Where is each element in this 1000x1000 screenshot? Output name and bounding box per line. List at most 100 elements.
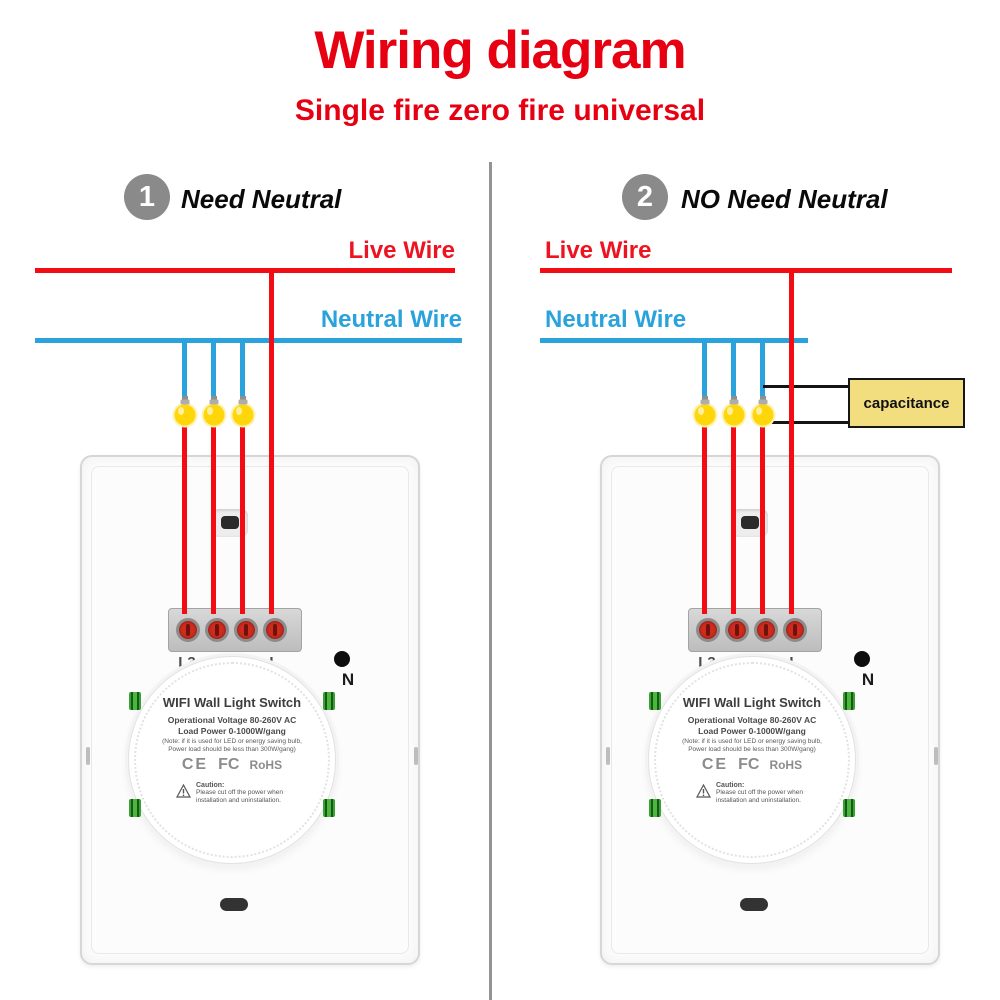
neutral-drop-wire bbox=[240, 338, 245, 400]
neutral-terminal-dot bbox=[854, 651, 870, 667]
terminal-screw bbox=[205, 618, 229, 642]
fcc-mark: FC bbox=[218, 756, 240, 773]
reset-button bbox=[741, 516, 759, 529]
green-clip bbox=[323, 799, 335, 817]
live-wire-label: Live Wire bbox=[348, 237, 456, 264]
neutral-drop-wire bbox=[760, 338, 765, 400]
light-bulb-icon bbox=[750, 396, 776, 428]
terminal-label: L bbox=[269, 654, 279, 671]
screw-slot bbox=[244, 624, 248, 636]
switch-module-disc: WIFI Wall Light Switch Operational Volta… bbox=[128, 656, 336, 864]
caution-block: Caution: Please cut off the power when i… bbox=[129, 782, 335, 806]
disc-power: Load Power 0-1000W/gang bbox=[698, 726, 806, 736]
screw-slot bbox=[793, 624, 797, 636]
disc-note-2: Power load should be less than 300W/gang… bbox=[168, 746, 296, 753]
capacitance-label: capacitance bbox=[863, 394, 950, 412]
caution-text-block: Caution: Please cut off the power when i… bbox=[196, 782, 288, 806]
green-clip bbox=[129, 692, 141, 710]
section-2-number: 2 bbox=[636, 181, 654, 213]
screw-slot bbox=[273, 624, 277, 636]
neutral-wire-line bbox=[540, 338, 808, 343]
capacitor-wire bbox=[763, 421, 848, 424]
certification-marks: CE FC RoHS bbox=[649, 756, 855, 774]
terminal-label: L bbox=[789, 654, 799, 671]
neutral-wire-line bbox=[35, 338, 462, 343]
rohs-mark: RoHS bbox=[249, 758, 283, 772]
section-1-badge: 1 bbox=[124, 174, 170, 220]
screw-slot bbox=[186, 624, 190, 636]
neutral-drop-wire bbox=[182, 338, 187, 400]
disc-voltage: Operational Voltage 80-260V AC bbox=[687, 715, 817, 725]
disc-perforation-ring bbox=[134, 662, 330, 858]
light-bulb-icon bbox=[721, 396, 747, 428]
green-clip bbox=[843, 799, 855, 817]
load-wire bbox=[211, 424, 216, 614]
side-screw-slot bbox=[86, 747, 90, 765]
caution-icon bbox=[176, 784, 191, 798]
terminal-screw bbox=[263, 618, 287, 642]
device-faceplate-seam bbox=[611, 466, 929, 954]
bottom-indicator bbox=[220, 898, 248, 911]
section-1-heading: Need Neutral bbox=[181, 184, 342, 214]
terminal-screw bbox=[696, 618, 720, 642]
load-wire bbox=[731, 424, 736, 614]
neutral-terminal-label: N bbox=[341, 670, 355, 689]
ce-mark: CE bbox=[181, 756, 209, 773]
section-divider bbox=[489, 162, 492, 1000]
live-drop-wire bbox=[269, 268, 274, 614]
neutral-wire-label: Neutral Wire bbox=[545, 306, 687, 333]
page-subtitle: Single fire zero fire universal bbox=[294, 94, 706, 127]
fcc-mark: FC bbox=[738, 756, 760, 773]
capacitor-wire bbox=[763, 385, 848, 388]
neutral-drop-wire bbox=[731, 338, 736, 400]
disc-voltage: Operational Voltage 80-260V AC bbox=[167, 715, 297, 725]
switch-module-disc: WIFI Wall Light Switch Operational Volta… bbox=[648, 656, 856, 864]
green-clip bbox=[843, 692, 855, 710]
rohs-mark: RoHS bbox=[769, 758, 803, 772]
neutral-drop-wire bbox=[702, 338, 707, 400]
terminal-screw bbox=[234, 618, 258, 642]
screw-slot bbox=[735, 624, 739, 636]
caution-icon bbox=[696, 784, 711, 798]
load-wire bbox=[702, 424, 707, 614]
green-clip bbox=[649, 799, 661, 817]
screw-slot bbox=[764, 624, 768, 636]
neutral-wire-label: Neutral Wire bbox=[320, 306, 462, 333]
green-clip bbox=[649, 692, 661, 710]
terminal-screw bbox=[783, 618, 807, 642]
disc-power: Load Power 0-1000W/gang bbox=[178, 726, 286, 736]
terminal-screw bbox=[754, 618, 778, 642]
disc-note-2: Power load should be less than 300W/gang… bbox=[688, 746, 816, 753]
terminal-screw bbox=[725, 618, 749, 642]
disc-perforation-ring bbox=[654, 662, 850, 858]
caution-text-block: Caution: Please cut off the power when i… bbox=[716, 782, 808, 806]
section-1-number: 1 bbox=[138, 181, 156, 213]
screw-slot bbox=[706, 624, 710, 636]
side-screw-slot bbox=[934, 747, 938, 765]
disc-title: WIFI Wall Light Switch bbox=[162, 695, 302, 710]
light-bulb-icon bbox=[172, 396, 198, 428]
green-clip bbox=[129, 799, 141, 817]
smart-switch-device: L3 L2 L1 L N WIFI Wall Light Switch Oper… bbox=[80, 455, 420, 965]
load-wire bbox=[240, 424, 245, 614]
section-2-badge: 2 bbox=[622, 174, 668, 220]
caution-title: Caution: bbox=[716, 782, 745, 789]
smart-switch-device: L3 L2 L1 L N WIFI Wall Light Switch Oper… bbox=[600, 455, 940, 965]
device-faceplate-seam bbox=[91, 466, 409, 954]
certification-marks: CE FC RoHS bbox=[129, 756, 335, 774]
live-wire-line bbox=[35, 268, 455, 273]
reset-button bbox=[221, 516, 239, 529]
terminal-screw bbox=[176, 618, 200, 642]
light-bulb-icon bbox=[201, 396, 227, 428]
caution-text: Please cut off the power when installati… bbox=[196, 789, 283, 805]
page-title: Wiring diagram bbox=[314, 21, 686, 80]
caution-block: Caution: Please cut off the power when i… bbox=[649, 782, 855, 806]
neutral-terminal-dot bbox=[334, 651, 350, 667]
disc-note-1: (Note: if it is used for LED or energy s… bbox=[682, 738, 822, 745]
neutral-terminal-label: N bbox=[861, 670, 875, 689]
side-screw-slot bbox=[606, 747, 610, 765]
section-2-heading: NO Need Neutral bbox=[681, 184, 888, 214]
caution-text: Please cut off the power when installati… bbox=[716, 789, 803, 805]
capacitance-box: capacitance bbox=[848, 378, 965, 428]
